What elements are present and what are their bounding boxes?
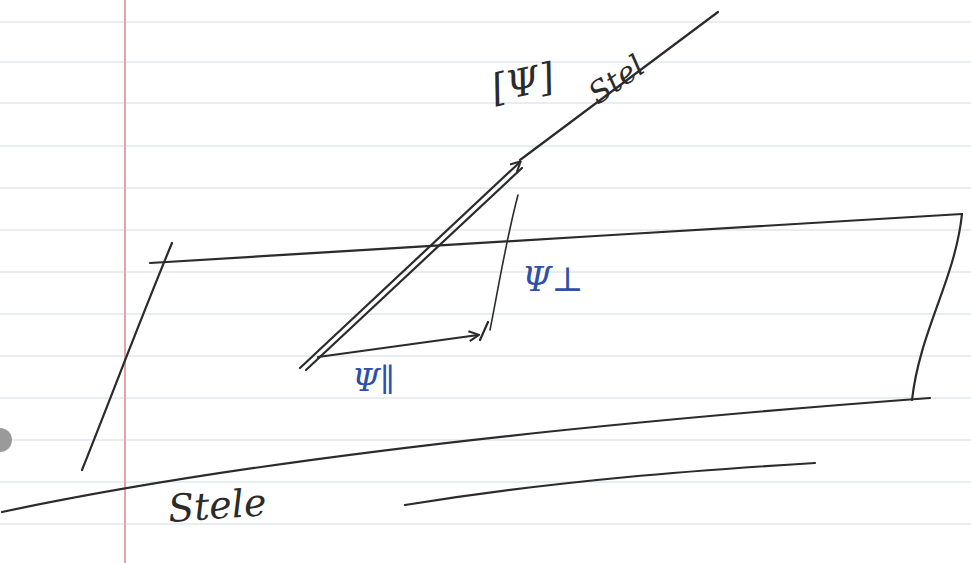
margin-line xyxy=(124,0,126,563)
plane-label: Stele xyxy=(167,483,268,528)
plane xyxy=(2,214,962,512)
perp-component: Ψ⊥ xyxy=(522,262,584,296)
vectors xyxy=(300,12,718,370)
punch-hole xyxy=(0,428,12,452)
paper-rules xyxy=(0,22,971,524)
ray-label: Stel xyxy=(583,50,649,109)
parallel-component: Ψ∥ xyxy=(352,364,395,396)
state-label: [Ψ] xyxy=(488,57,558,107)
